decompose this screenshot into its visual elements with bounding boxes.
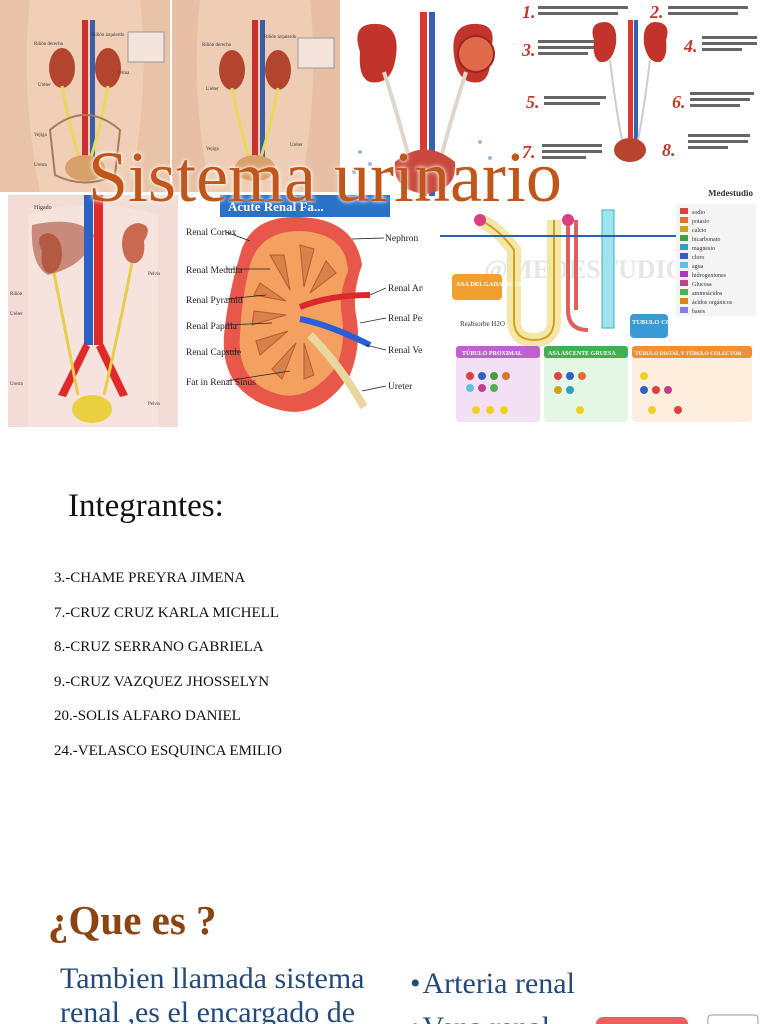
slide-title: Sistema urinario xyxy=(88,137,562,217)
svg-text:7.: 7. xyxy=(522,142,536,162)
integrantes-heading: Integrantes: xyxy=(68,488,224,524)
functions-infographic-image: 1. 2. 3. 4. 5. 6. 7. 8. xyxy=(512,0,768,190)
svg-text:4.: 4. xyxy=(683,36,698,56)
svg-text:Vejiga: Vejiga xyxy=(206,147,220,152)
legend-item: Glucosa xyxy=(692,282,712,288)
svg-text:Riñón derecho: Riñón derecho xyxy=(34,42,64,47)
bullet-list: Arteria renal Vena renal xyxy=(410,962,575,1024)
legend-item: hidrogeniones xyxy=(692,273,727,279)
reabsorbe-label: Reabsorbe H2O xyxy=(460,320,505,328)
svg-text:2.: 2. xyxy=(649,2,664,22)
box-tubulo-proximal: TÚBULO PROXIMAL xyxy=(462,349,522,357)
definition-text: Tambien llamada sistema renal ,es el enc… xyxy=(60,962,365,1024)
legend-item: bases xyxy=(692,309,706,315)
legend-item: sodio xyxy=(692,210,705,216)
svg-text:Uretra: Uretra xyxy=(34,163,48,168)
svg-text:8.: 8. xyxy=(662,140,676,160)
torso-anatomy-image-1: Riñón derecho Riñón izquierdo Orina Urét… xyxy=(0,0,170,192)
svg-text:Riñón derecho: Riñón derecho xyxy=(202,43,232,48)
svg-text:Uréter: Uréter xyxy=(290,143,303,148)
brand-text: Medestudio xyxy=(708,190,754,198)
legend-item: calcio xyxy=(692,228,706,234)
member-item: 9.-CRUZ VAZQUEZ JHOSSELYN xyxy=(54,673,270,690)
legend-item: agua xyxy=(692,264,704,270)
box-asa-ascente: ASA ASCENTE GRUESA xyxy=(548,351,616,357)
label-renal-vein: Renal Vein xyxy=(388,346,423,356)
svg-text:Orina: Orina xyxy=(118,71,130,76)
member-item: 24.-VELASCO ESQUINCA EMILIO xyxy=(54,742,282,759)
svg-text:5.: 5. xyxy=(526,92,540,112)
legend-item: cloro xyxy=(692,255,704,261)
label-renal-medulla: Renal Medulla xyxy=(186,266,243,276)
label-renal-pyramid: Renal Pyramid xyxy=(186,296,243,306)
label-renal-pelvis: Renal Pelvis xyxy=(388,314,423,324)
svg-text:3.: 3. xyxy=(521,40,536,60)
member-list: 3.-CHAME PREYRA JIMENA 7.-CRUZ CRUZ KARL… xyxy=(54,568,282,776)
svg-text:Uréter: Uréter xyxy=(10,312,23,317)
svg-text:Uréter: Uréter xyxy=(206,87,219,92)
bullet-arteria-renal: Arteria renal xyxy=(410,962,575,1006)
svg-text:Riñón izquierdo: Riñón izquierdo xyxy=(264,35,297,40)
bullet-vena-renal: Vena renal xyxy=(410,1006,575,1024)
svg-text:Acute Renal Fa...: Acute Renal Fa... xyxy=(228,199,324,214)
svg-text:Hígado: Hígado xyxy=(34,205,52,211)
legend-item: magnesio xyxy=(692,246,715,252)
cropped-diagram-thumbnail xyxy=(592,1012,768,1024)
svg-text:Vejiga: Vejiga xyxy=(34,133,48,138)
svg-text:Pelvis: Pelvis xyxy=(148,402,160,407)
abdominal-anatomy-image: Hígado Riñón Uréter Uretra Pelvis Pelvis xyxy=(8,195,178,427)
label-ureter: Ureter xyxy=(388,382,413,392)
legend-item: potasio xyxy=(692,219,709,225)
torso-anatomy-image-2: Riñón derecho Riñón izquierdo Uréter Uré… xyxy=(172,0,340,192)
legend-item: ácidos orgánicos xyxy=(692,300,733,306)
tubulo-colector-label: TUBULO COLECTOR xyxy=(632,319,698,326)
image-collage: Riñón derecho Riñón izquierdo Orina Urét… xyxy=(0,0,768,430)
label-renal-cortex: Renal Cortex xyxy=(186,228,237,238)
label-fat-renal-sinus: Fat in Renal Sinus xyxy=(186,378,256,388)
label-renal-artery: Renal Artery xyxy=(388,284,423,294)
member-item: 7.-CRUZ CRUZ KARLA MICHELL xyxy=(54,604,279,621)
member-item: 20.-SOLIS ALFARO DANIEL xyxy=(54,708,241,725)
que-es-title: ¿Que es ? xyxy=(48,897,217,943)
nephron-infographic-image: @MEDESTUDIO Medestudio ASA DELGADA DE HE… xyxy=(440,190,760,427)
kidney-cross-section-image: Acute Renal Fa... Renal Cortex Renal Med… xyxy=(180,195,423,427)
label-renal-papilla: Renal Papilla xyxy=(186,322,238,332)
svg-text:6.: 6. xyxy=(672,92,686,112)
label-nephron: Nephron xyxy=(385,234,418,244)
svg-text:Uréter: Uréter xyxy=(38,83,51,88)
svg-text:Riñón izquierdo: Riñón izquierdo xyxy=(92,33,125,38)
svg-text:Riñón: Riñón xyxy=(10,292,23,297)
svg-text:Pelvis: Pelvis xyxy=(148,272,160,277)
label-renal-capsule: Renal Capsule xyxy=(186,348,241,358)
box-tubulo-distal: TÚBULO DISTAL Y TÚBULO COLECTOR xyxy=(635,349,743,357)
legend-item: aminoácidos xyxy=(692,291,723,297)
kidneys-bladder-image xyxy=(340,12,510,196)
legend-item: bicarbonato xyxy=(692,237,720,243)
member-item: 8.-CRUZ SERRANO GABRIELA xyxy=(54,639,264,656)
asa-delgada-label: ASA DELGADA DE HENLE xyxy=(456,281,537,288)
svg-text:Uretra: Uretra xyxy=(10,382,24,387)
svg-text:1.: 1. xyxy=(522,2,536,22)
member-item: 3.-CHAME PREYRA JIMENA xyxy=(54,570,246,586)
